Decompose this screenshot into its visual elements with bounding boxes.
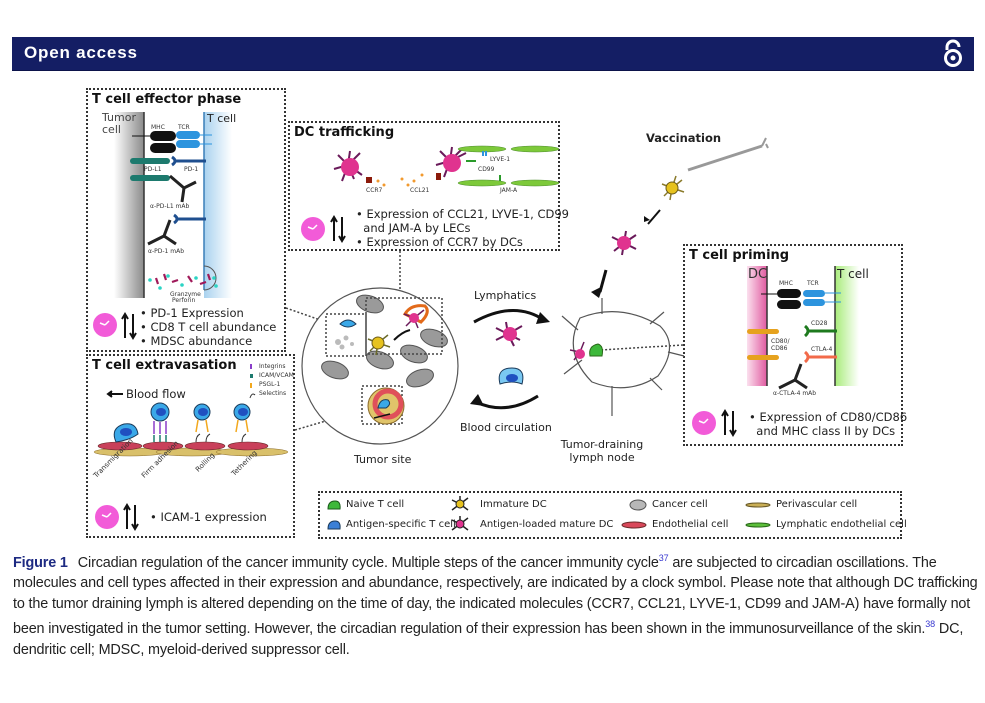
- bullet-item: • MDSC abundance: [140, 334, 253, 348]
- label-lymph-node-2: lymph node: [569, 451, 635, 464]
- banner-title: Open access: [24, 43, 138, 62]
- antigen-specific-t-cell-icon: [327, 520, 341, 530]
- label-tumor-site: Tumor site: [354, 453, 412, 466]
- figure-legend: Naive T cell Antigen-specific T cell Imm…: [318, 491, 907, 539]
- open-access-lock-icon: [944, 39, 962, 67]
- legend-label: Antigen-specific T cell: [346, 519, 456, 530]
- legend-label: Perivascular cell: [776, 499, 858, 510]
- label-tumor-cell: Tumor cell: [102, 111, 136, 136]
- label-cd86: CD86: [771, 345, 788, 352]
- label-dc: DC: [748, 267, 768, 282]
- bullet-item: and JAM-A by LECs: [356, 221, 471, 235]
- extravasation-diagram: [93, 402, 289, 457]
- label-t-cell: T cell: [207, 112, 237, 125]
- legend-label: Immature DC: [480, 499, 547, 510]
- label-actla4: α-CTLA-4 mAb: [773, 390, 817, 397]
- endothelial-cell-icon: [621, 521, 647, 529]
- label-tcr: TCR: [178, 124, 190, 131]
- caption-text: DC, dendritic cell; MDSC, myeloid-derive…: [13, 621, 964, 658]
- label-pdl1: PD-L1: [144, 166, 162, 173]
- panel-title: DC trafficking: [294, 125, 395, 140]
- mature-dc-icon: [451, 516, 469, 531]
- label-mhc: MHC: [151, 124, 165, 131]
- panel-t-cell-effector-phase: T cell effector phase Tumor cell T cell …: [86, 88, 286, 352]
- label-ccr7: CCR7: [366, 187, 383, 194]
- cancer-cell-icon: [629, 499, 647, 511]
- label-cd99: CD99: [478, 166, 495, 173]
- up-down-arrows-icon: [330, 215, 346, 243]
- effector-diagram: [114, 112, 232, 298]
- label-lymph-node-1: Tumor-draining: [560, 438, 644, 451]
- clock-icon: [93, 313, 117, 337]
- caption-text: Circadian regulation of the cancer immun…: [77, 554, 659, 571]
- label-ctla4: CTLA-4: [811, 346, 833, 353]
- lymph-node: [561, 298, 685, 416]
- legend-label: Naive T cell: [346, 499, 405, 510]
- legend-label: Endothelial cell: [652, 519, 729, 530]
- bullet-item: • Expression of CCR7 by DCs: [356, 235, 523, 249]
- bullet-item: and MHC class II by DCs: [749, 424, 896, 438]
- panel-title: T cell effector phase: [92, 92, 242, 107]
- label-ccl21: CCL21: [410, 187, 430, 194]
- key-selectins: Selectins: [259, 390, 287, 397]
- label-vaccination: Vaccination: [646, 131, 722, 145]
- label-lymphatics: Lymphatics: [474, 289, 537, 302]
- label-apdl1: α-PD-L1 mAb: [150, 203, 190, 210]
- figure-label: Figure 1: [13, 554, 68, 571]
- key-integrins: Integrins: [259, 363, 286, 370]
- bullet-item: • Expression of CCL21, LYVE-1, CD99: [356, 207, 570, 221]
- clock-icon: [301, 217, 325, 241]
- open-access-banner: Open access: [12, 37, 974, 71]
- reference-link[interactable]: 37: [658, 553, 669, 563]
- legend-label: Antigen-loaded mature DC: [480, 519, 614, 530]
- lymphatic-endothelial-cell-icon: [745, 522, 771, 528]
- label-tcr: TCR: [807, 280, 819, 287]
- panel-title: T cell priming: [689, 248, 790, 263]
- label-pd1: PD-1: [184, 166, 199, 173]
- caption-text: are subjected to circadian oscillations.…: [13, 554, 978, 638]
- label-mhc: MHC: [779, 280, 793, 287]
- label-lymph-node: Tumor-draining lymph node: [546, 438, 658, 464]
- clock-icon: [95, 505, 119, 529]
- label-apd1: α-PD-1 mAb: [148, 248, 185, 255]
- label-perforin: Perforin: [172, 297, 196, 304]
- key-psgl1: PSGL-1: [259, 381, 281, 388]
- legend-label: Cancer cell: [652, 499, 708, 510]
- panel-dc-trafficking: DC trafficking CCR7 CCL21 LYVE-1 CD99 JA…: [288, 121, 569, 251]
- panel-title: T cell extravasation: [92, 358, 237, 373]
- label-granzyme: Granzyme: [170, 291, 201, 298]
- panel-t-cell-priming: T cell priming DC T cell MHC TCR CD28 CD…: [683, 244, 907, 446]
- reference-link[interactable]: 38: [925, 619, 935, 630]
- figure-caption: Figure 1 Circadian regulation of the canc…: [13, 548, 978, 660]
- clock-icon: [692, 411, 716, 435]
- label-cd28: CD28: [811, 320, 828, 327]
- label-blood-circulation: Blood circulation: [460, 421, 552, 434]
- perivascular-cell-icon: [745, 502, 771, 508]
- bullet-item: • PD-1 Expression: [140, 306, 244, 320]
- naive-t-cell-icon: [327, 500, 341, 510]
- up-down-arrows-icon: [721, 409, 737, 437]
- bullet-item: • Expression of CD80/CD86: [749, 410, 908, 424]
- dc-trafficking-diagram: [333, 145, 560, 187]
- legend-label: Lymphatic endothelial cell: [776, 519, 907, 530]
- extravasation-key-icons: [249, 364, 256, 399]
- panel-t-cell-extravasation: T cell extravasation Integrins ICAM/VCAM…: [86, 354, 295, 538]
- label-t-cell: T cell: [837, 267, 869, 281]
- left-arrow-icon: [106, 390, 123, 398]
- up-down-arrows-icon: [123, 503, 139, 531]
- label-jama: JAM-A: [500, 187, 518, 194]
- priming-diagram: [747, 266, 859, 390]
- bullet-item: • ICAM-1 expression: [150, 510, 267, 524]
- bullet-item: • CD8 T cell abundance: [140, 320, 277, 334]
- up-down-arrows-icon: [121, 312, 137, 340]
- immature-dc-icon: [451, 496, 469, 511]
- label-lyve1: LYVE-1: [490, 156, 511, 163]
- label-cd80: CD80/: [771, 338, 790, 345]
- label-blood-flow: Blood flow: [126, 387, 186, 401]
- center-diagram: [285, 137, 769, 445]
- key-icam-vcam: ICAM/VCAM: [259, 372, 294, 379]
